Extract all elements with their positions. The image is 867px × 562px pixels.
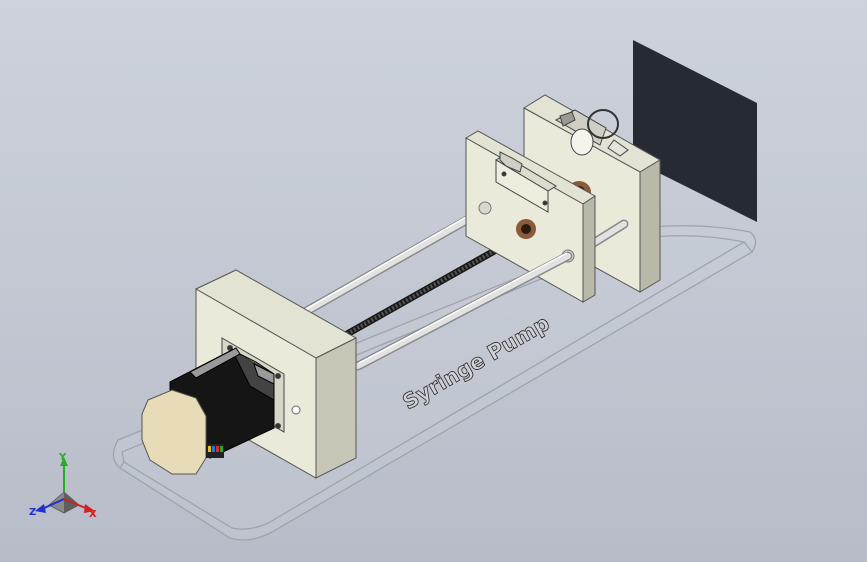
y-axis-label: Y [58,452,67,463]
carriage-rod-hole-top [478,201,492,215]
carriage-bushing [516,219,536,239]
view-triad[interactable]: Y X Z [29,452,97,520]
mount-hole [291,405,301,415]
stepper-motor [141,347,275,475]
syringe-clamp [554,109,629,157]
guide-rod-rear [587,219,629,249]
motor-connector [206,444,224,458]
z-axis-arrow [41,498,65,510]
plunger-holder [495,151,557,213]
z-axis-label: Z [29,507,36,518]
guide-rod-top [300,203,493,317]
guide-rod-bottom [353,251,573,371]
base-plate [112,225,757,541]
shadow-panel [633,40,757,222]
x-axis-arrow [63,498,89,510]
x-axis-label: X [89,509,97,520]
